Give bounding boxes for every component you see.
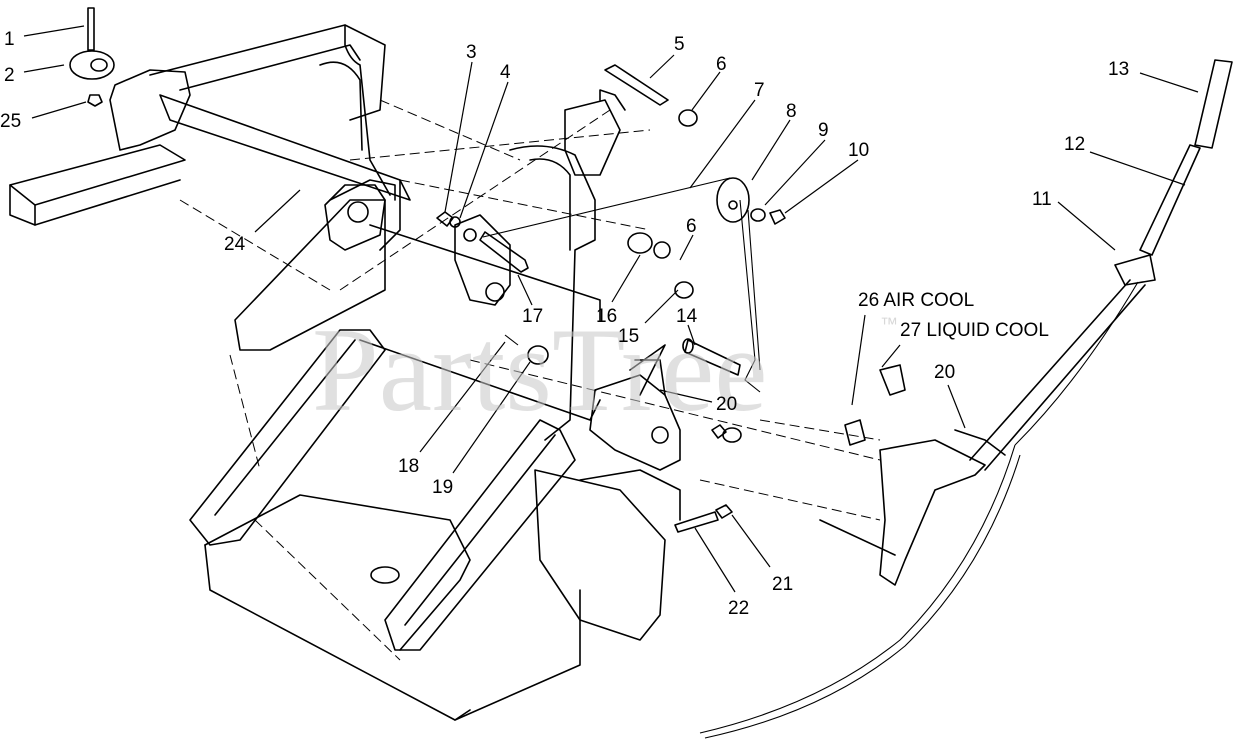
callout-leaders bbox=[23, 25, 1199, 593]
callout-4: 4 bbox=[500, 62, 511, 83]
callout-17: 17 bbox=[522, 306, 543, 327]
callout-11: 11 bbox=[1032, 189, 1052, 210]
callout-6-lower: 6 bbox=[686, 216, 697, 237]
callout-15: 15 bbox=[618, 326, 639, 347]
callout-12: 12 bbox=[1064, 134, 1085, 155]
callout-26: 26 AIR COOL bbox=[858, 290, 974, 311]
callout-3: 3 bbox=[466, 42, 477, 63]
callout-18: 18 bbox=[398, 456, 419, 477]
callout-20-center: 20 bbox=[716, 394, 737, 415]
callout-2: 2 bbox=[4, 65, 15, 86]
callout-labels: 1 2 25 3 4 5 6 7 8 9 10 13 12 11 24 6 17… bbox=[0, 29, 1129, 619]
callout-10: 10 bbox=[848, 140, 869, 161]
hidden-lines bbox=[179, 99, 881, 661]
callout-27: 27 LIQUID COOL bbox=[900, 320, 1049, 341]
callout-5: 5 bbox=[674, 34, 685, 55]
callout-9: 9 bbox=[818, 120, 829, 141]
callout-19: 19 bbox=[432, 477, 453, 498]
callout-21: 21 bbox=[772, 574, 793, 595]
callout-13: 13 bbox=[1108, 59, 1129, 80]
callout-1: 1 bbox=[4, 29, 15, 50]
callout-14: 14 bbox=[676, 306, 698, 327]
callout-22: 22 bbox=[728, 598, 749, 619]
hardware-parts bbox=[69, 7, 1233, 739]
callout-8: 8 bbox=[786, 101, 797, 122]
watermark-trademark: ™ bbox=[880, 314, 898, 334]
callout-24: 24 bbox=[224, 234, 246, 255]
callout-25: 25 bbox=[0, 111, 21, 132]
callout-16: 16 bbox=[596, 306, 617, 327]
chassis-frame bbox=[9, 24, 986, 721]
watermark-text: PartsTree bbox=[312, 303, 768, 436]
callout-6-upper: 6 bbox=[716, 54, 727, 75]
callout-7: 7 bbox=[754, 80, 765, 101]
callout-20-right: 20 bbox=[934, 362, 955, 383]
